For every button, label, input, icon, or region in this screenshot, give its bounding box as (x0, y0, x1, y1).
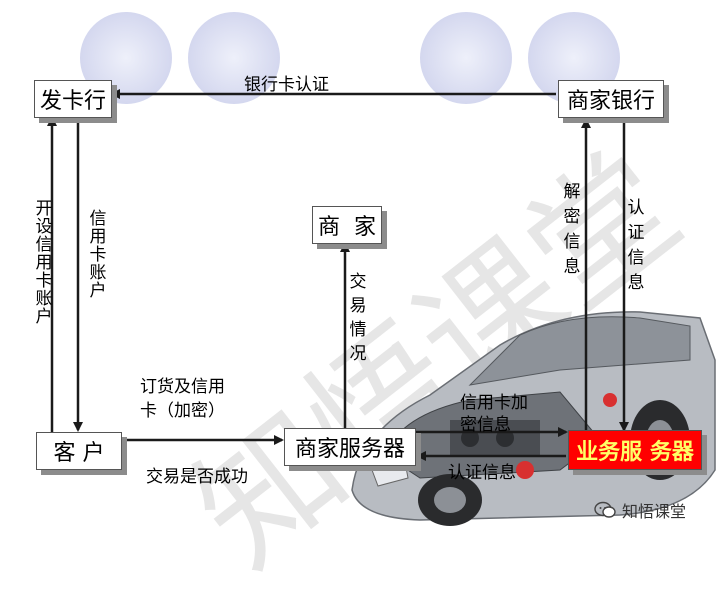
node-merchant-bank: 商家银行 (558, 80, 664, 118)
node-merchant: 商 家 (312, 206, 382, 244)
label-decrypt-info: 解密信息 (563, 182, 581, 277)
label-order-line1: 订货及信用 (140, 377, 225, 397)
label-trade-info: 交易情况 (349, 272, 367, 364)
node-business-server: 业务服 务器 (568, 430, 702, 470)
label-auth-info: 认证信息 (448, 463, 516, 483)
label-trade-success: 交易是否成功 (146, 467, 248, 487)
label-order-line2: 卡（加密） (140, 401, 225, 421)
label-card-encrypt-line2: 密信息 (460, 415, 511, 435)
decor-circle-3 (420, 12, 512, 104)
diagram-arrows (47, 89, 629, 461)
node-customer: 客 户 (36, 432, 122, 470)
label-auth-info-vertical: 认证信息 (627, 198, 645, 293)
brand-name: 知悟课堂 (622, 502, 687, 521)
brand-badge: 知悟课堂 (594, 498, 686, 522)
label-card-encrypt-line1: 信用卡加 (460, 393, 528, 413)
label-bank-card-auth: 银行卡认证 (244, 75, 329, 95)
wechat-icon (594, 501, 616, 518)
label-credit-card-account: 信用卡账户 (89, 209, 107, 301)
node-merchant-server: 商家服务器 (284, 428, 416, 466)
node-issuer: 发卡行 (34, 80, 112, 118)
decor-circle-2 (188, 12, 280, 104)
label-open-credit-account: 开设信用卡账户 (35, 199, 53, 327)
